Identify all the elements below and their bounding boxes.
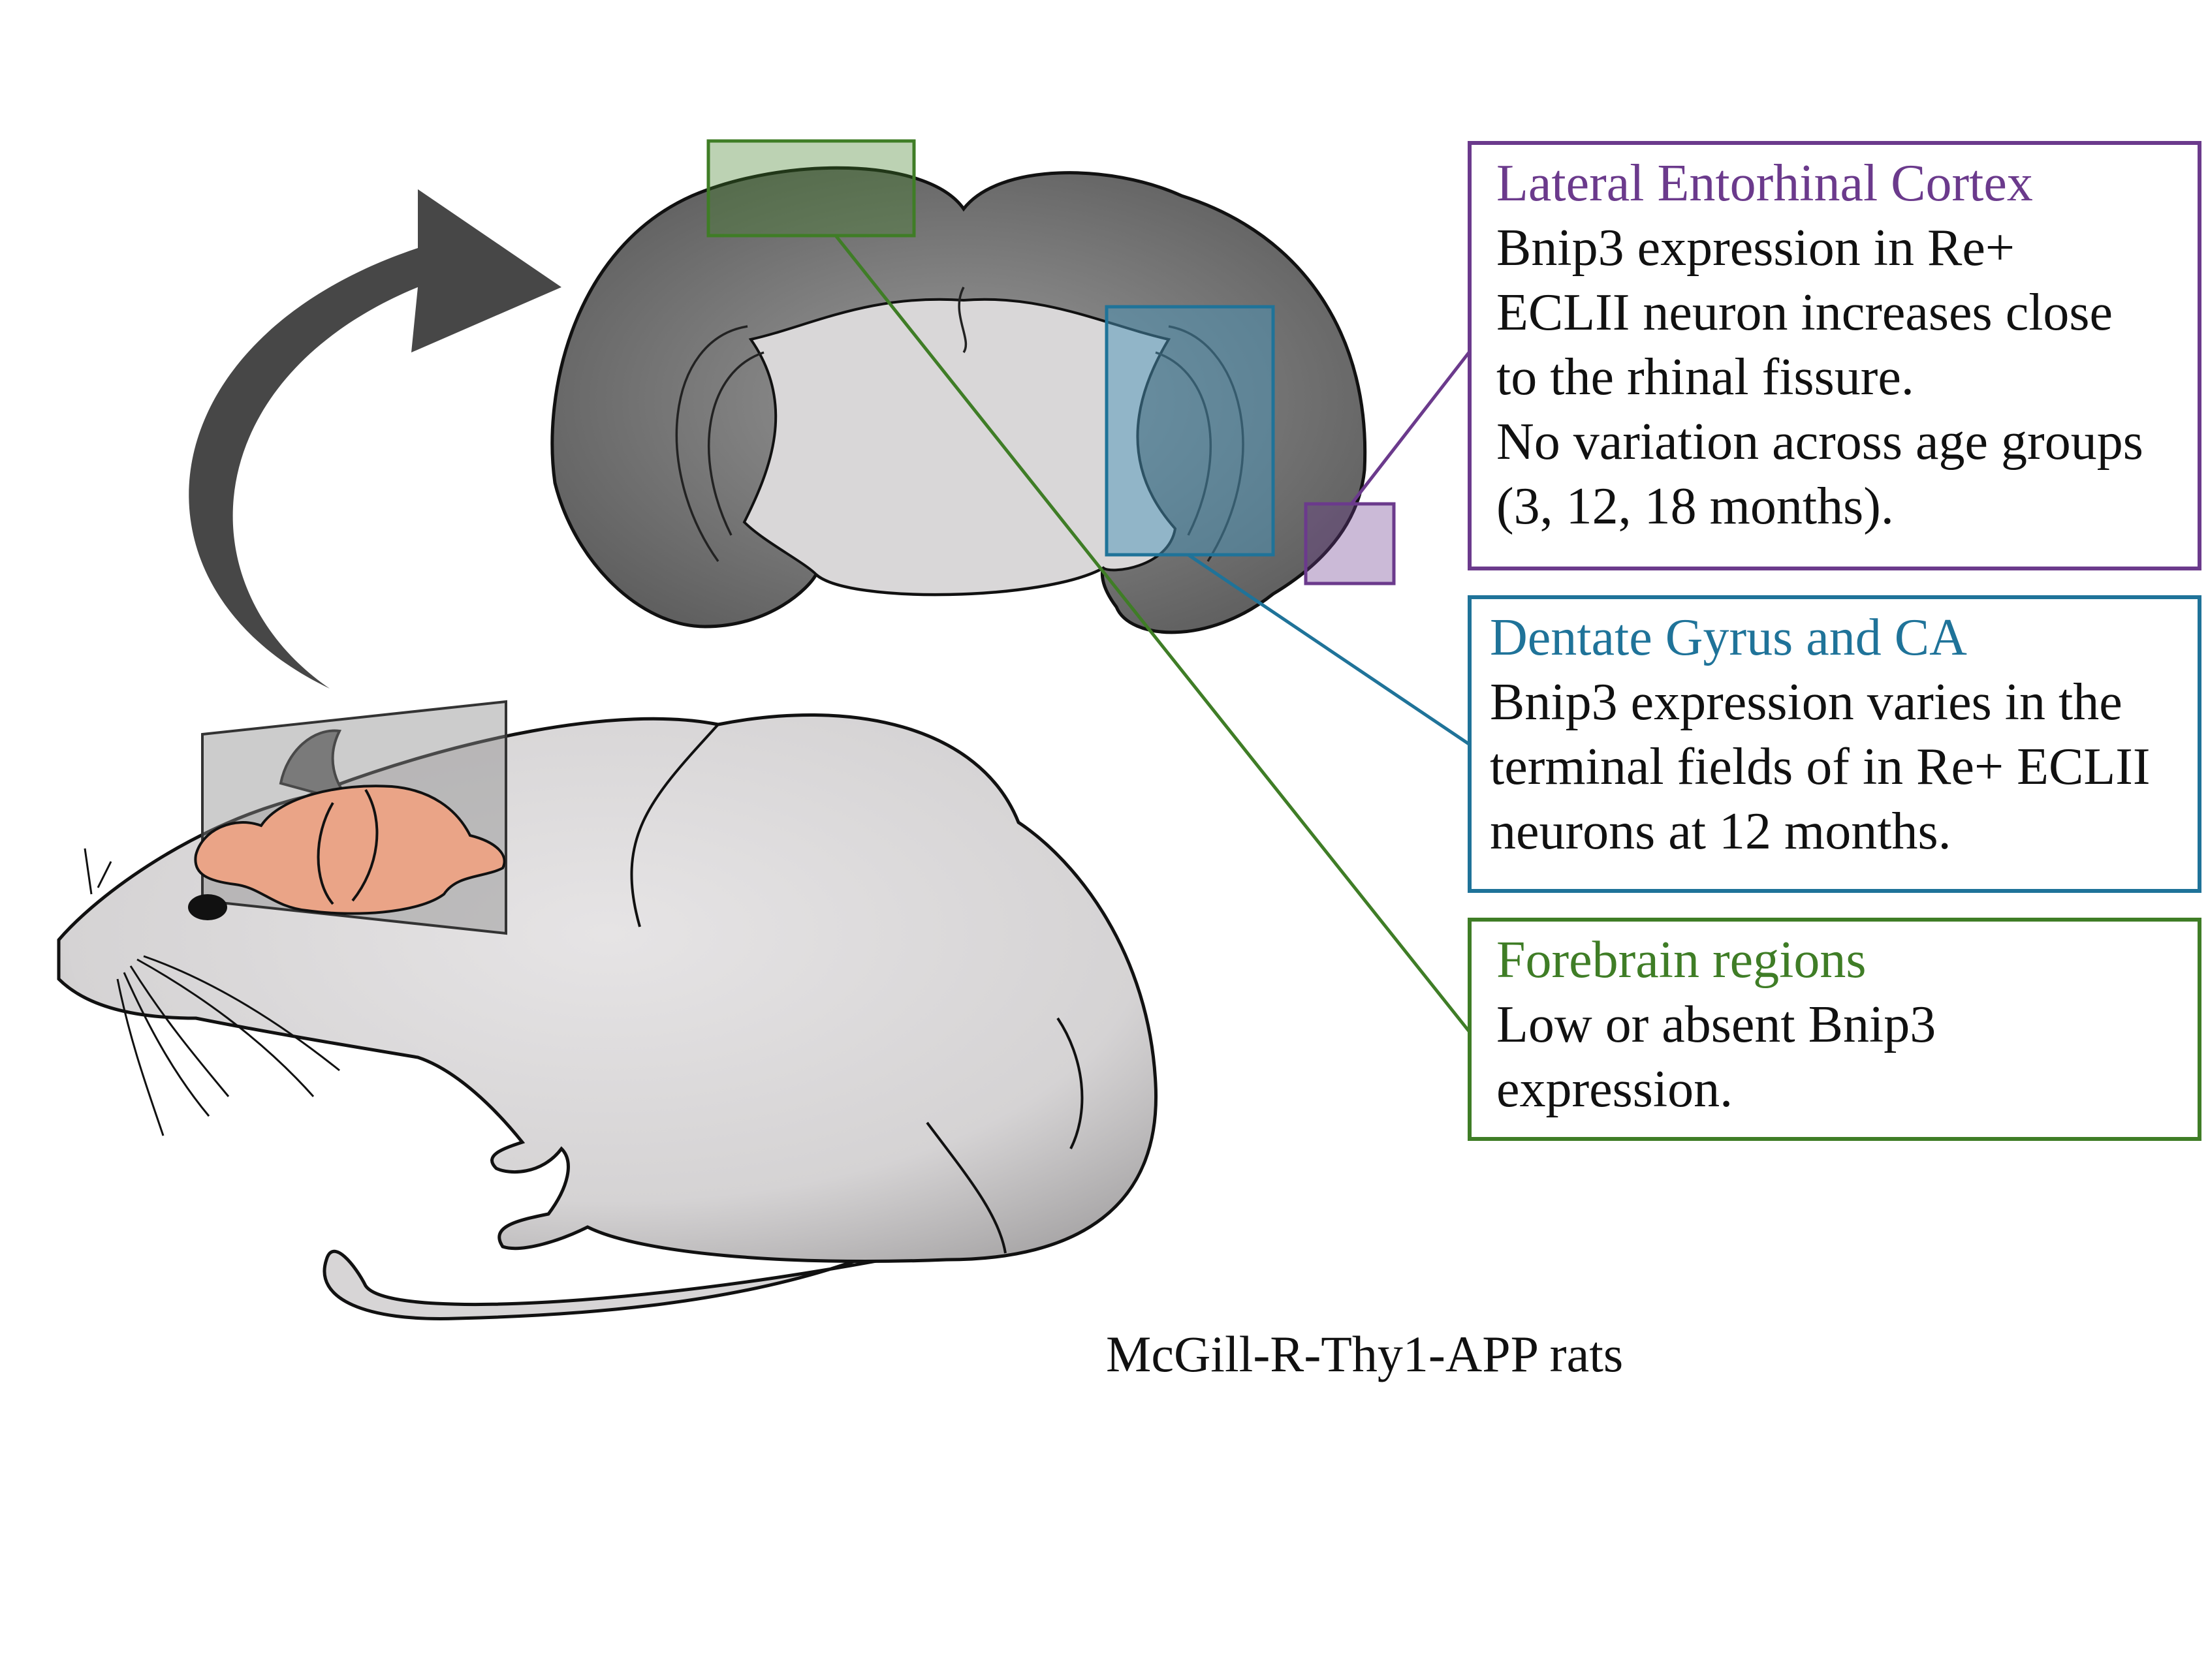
rat-whiskers — [84, 848, 340, 1136]
curved-arrow-icon — [189, 189, 561, 689]
panel-line: to the rhinal fissure. — [1496, 349, 1914, 406]
panel-line: terminal fields of in Re+ ECLII — [1490, 738, 2151, 796]
forebrain-connector — [834, 234, 1470, 1033]
hippocampus-connector — [1187, 553, 1470, 746]
panel-line: Bnip3 expression in Re+ — [1496, 219, 2015, 277]
entorhinal-cortex-panel: Lateral Entorhinal Cortex Bnip3 expressi… — [1468, 141, 2201, 570]
panel-title: Dentate Gyrus and CA — [1490, 609, 1967, 666]
entorhinal-connector — [1350, 351, 1470, 505]
panel-line: ECLII neuron increases close — [1496, 284, 2113, 341]
panel-title: Forebrain regions — [1496, 931, 1867, 989]
dentate-gyrus-panel: Dentate Gyrus and CA Bnip3 expression va… — [1468, 595, 2201, 893]
figure-caption: McGill-R-Thy1-APP rats — [1106, 1326, 1624, 1382]
rat-eye — [188, 894, 227, 920]
panel-line: expression. — [1496, 1061, 1733, 1118]
forebrain-highlight — [706, 139, 916, 238]
rat-brain — [194, 785, 506, 915]
panel-title: Lateral Entorhinal Cortex — [1496, 155, 2033, 212]
panel-line: No variation across age groups — [1496, 413, 2143, 471]
panel-line: (3, 12, 18 months). — [1496, 478, 1894, 535]
panel-line: Low or absent Bnip3 — [1496, 996, 1936, 1053]
panel-line: Bnip3 expression varies in the — [1490, 674, 2122, 731]
forebrain-panel: Forebrain regions Low or absent Bnip3 ex… — [1468, 918, 2201, 1141]
entorhinal-highlight — [1304, 502, 1396, 585]
rat-ear — [279, 729, 357, 805]
panel-line: neurons at 12 months. — [1490, 803, 1951, 860]
hippocampus-highlight — [1105, 305, 1275, 557]
